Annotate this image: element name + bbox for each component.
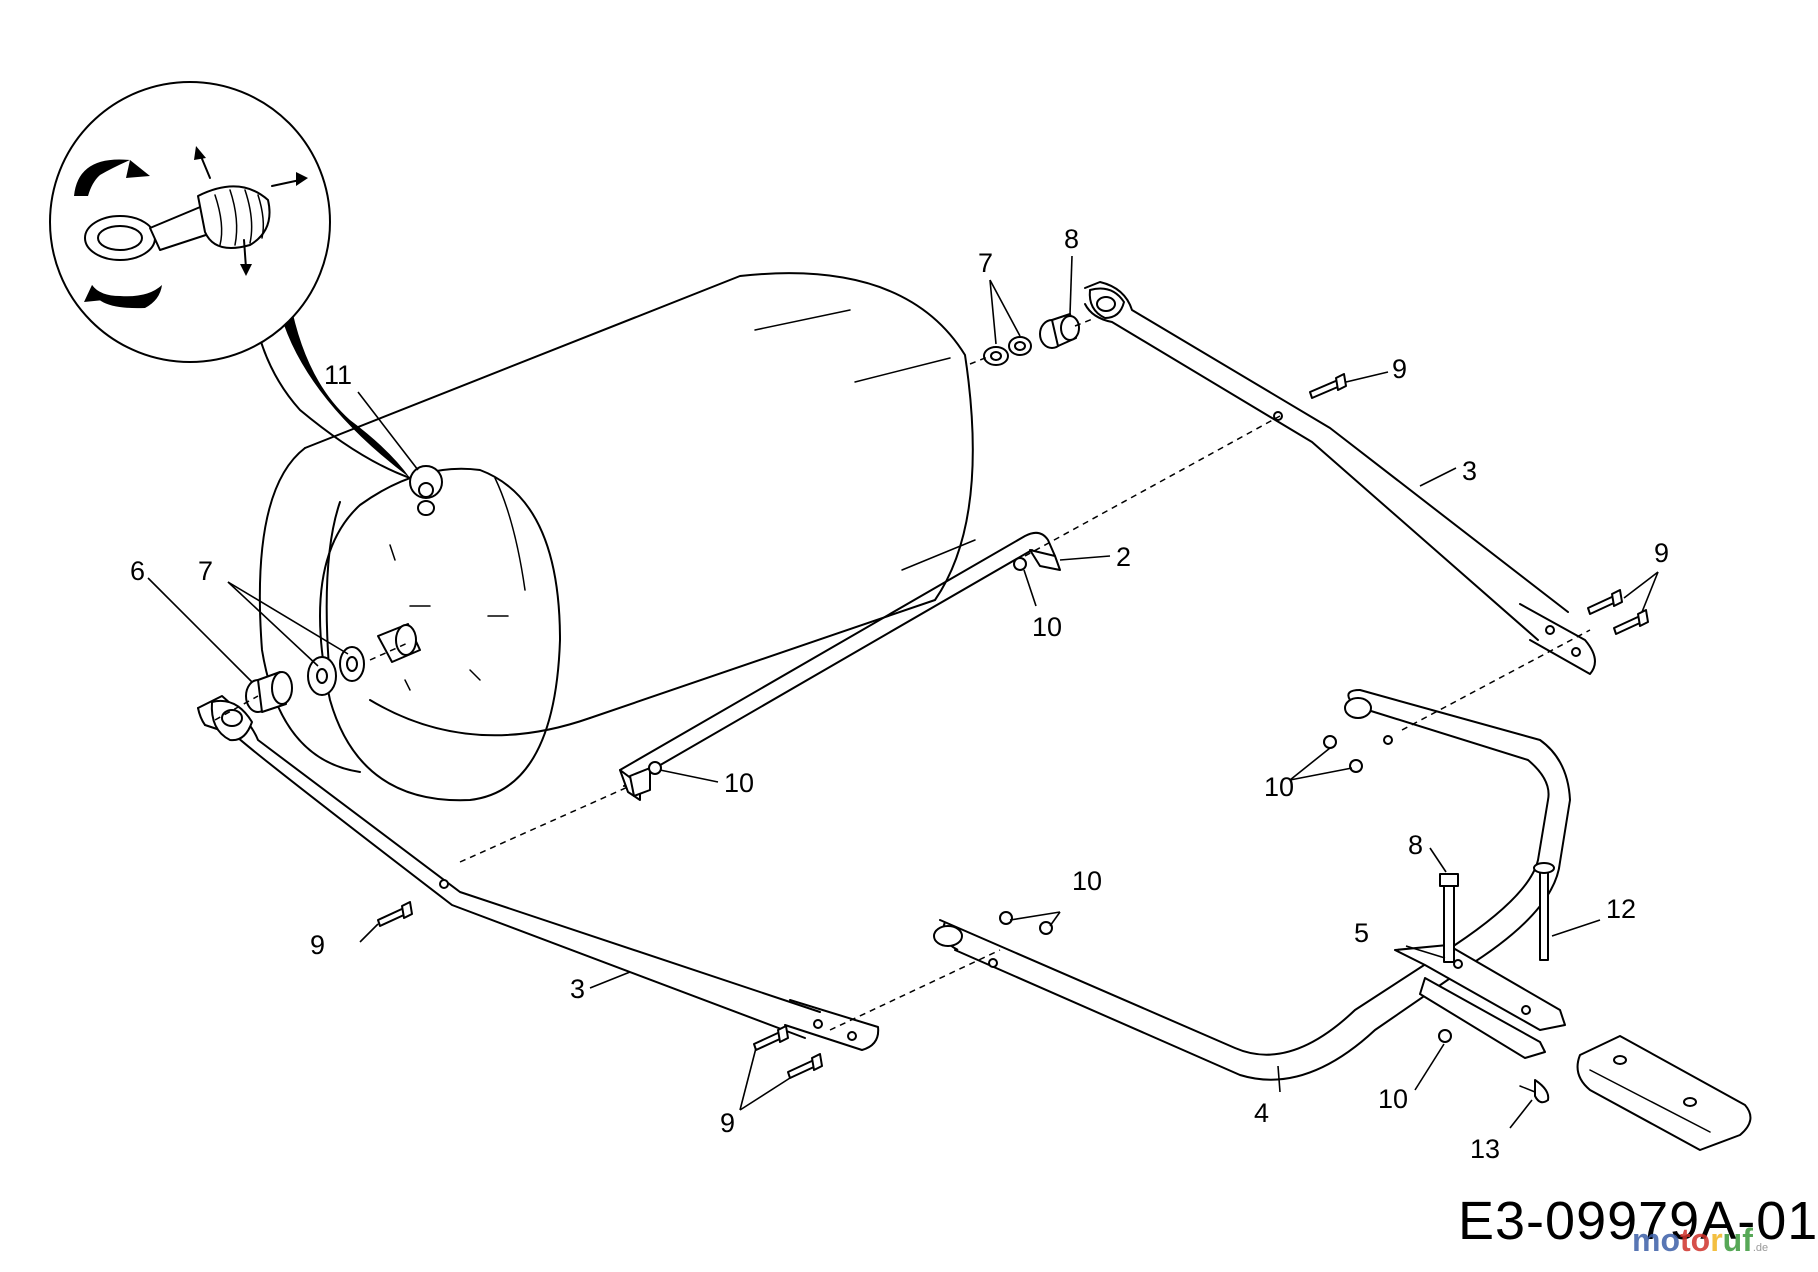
roller-drum [258,272,976,802]
callout-13: 13 [1470,1134,1500,1164]
callout-2: 2 [1116,542,1131,572]
plug-detail-inset [49,81,411,479]
hitch-bracket [1394,862,1566,1059]
callout-4: 4 [1254,1098,1269,1128]
callout-9-lower-pair: 9 [720,1108,735,1138]
fill-plug [409,465,443,516]
hardware [245,313,1649,1104]
callout-5: 5 [1354,918,1369,948]
callout-8-right: 8 [1064,224,1079,254]
callout-6: 6 [130,556,145,586]
callout-9-upper: 9 [1392,354,1407,384]
spacer-block [1576,1035,1752,1151]
handle-arm-left [197,695,880,1051]
callout-3-upper: 3 [1462,456,1477,486]
callout-10-right-nuts: 10 [1264,772,1294,802]
watermark-logo: motoruf.de [1632,1222,1769,1258]
drawing-code: E3-09979A-01 [1458,1191,1818,1251]
handle-lower-tube [933,689,1571,1081]
callout-10-crossbar-right: 10 [1032,612,1062,642]
callout-7-left: 7 [198,556,213,586]
cross-bar [619,531,1061,801]
callout-8-hitch: 8 [1408,830,1423,860]
callout-10-hitch-nut: 10 [1378,1084,1408,1114]
assembly-lines [214,317,1591,1031]
callout-labels: 11 7 8 9 3 2 10 9 6 7 10 10 8 12 10 5 9 … [130,224,1669,1164]
callout-10-lower-nuts: 10 [1072,866,1102,896]
callout-12: 12 [1606,894,1636,924]
callout-9-right-pair: 9 [1654,538,1669,568]
handle-arm-right [1084,281,1596,675]
callout-9-left: 9 [310,930,325,960]
callout-7-right: 7 [978,248,993,278]
callout-3-lower: 3 [570,974,585,1004]
callout-11: 11 [324,360,352,390]
callout-10-crossbar-left: 10 [724,768,754,798]
leader-lines [147,255,1659,1129]
